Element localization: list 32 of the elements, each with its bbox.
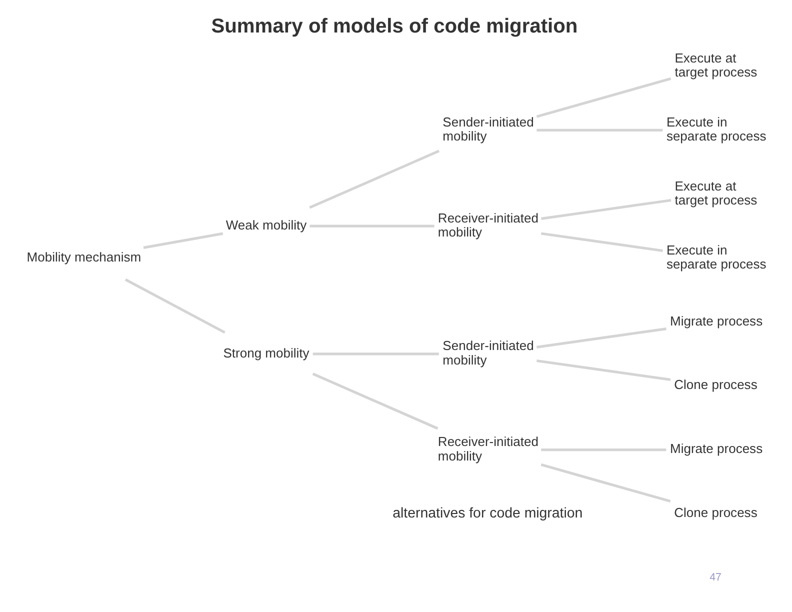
connector <box>536 359 670 381</box>
node-text: Sender-initiated mobility <box>442 338 534 368</box>
connector <box>536 77 671 118</box>
label: 47 <box>709 571 721 584</box>
node-text: Receiver-initiated mobility <box>437 210 538 240</box>
node-text: Execute in separate process <box>666 242 766 272</box>
connector <box>540 232 662 252</box>
node-text: Migrate process <box>669 441 762 456</box>
node-text: Weak mobility <box>225 217 306 232</box>
connector <box>536 128 662 132</box>
connector <box>540 198 671 220</box>
connector <box>540 463 670 503</box>
connector <box>540 448 666 452</box>
node-text: Clone process <box>674 377 757 392</box>
connector <box>536 328 666 348</box>
connector <box>124 278 225 334</box>
node-text: Migrate process <box>669 313 762 328</box>
node-text: Execute at target process <box>674 50 757 80</box>
node-text: Mobility mechanism <box>26 249 141 264</box>
connector <box>308 150 440 209</box>
node-text: Execute in separate process <box>666 114 766 144</box>
connector <box>142 232 223 249</box>
node-text: Execute at target process <box>674 178 757 208</box>
node-text: Sender-initiated mobility <box>442 114 534 144</box>
node-text: Strong mobility <box>222 345 309 360</box>
node-text: Clone process <box>674 505 757 520</box>
diagram-title: Summary of models of code migration <box>210 16 578 38</box>
connector <box>312 352 438 356</box>
caption: alternatives for code migration <box>392 505 582 522</box>
connector <box>309 224 434 228</box>
node-text: Receiver-initiated mobility <box>437 434 538 464</box>
connector <box>312 372 438 430</box>
